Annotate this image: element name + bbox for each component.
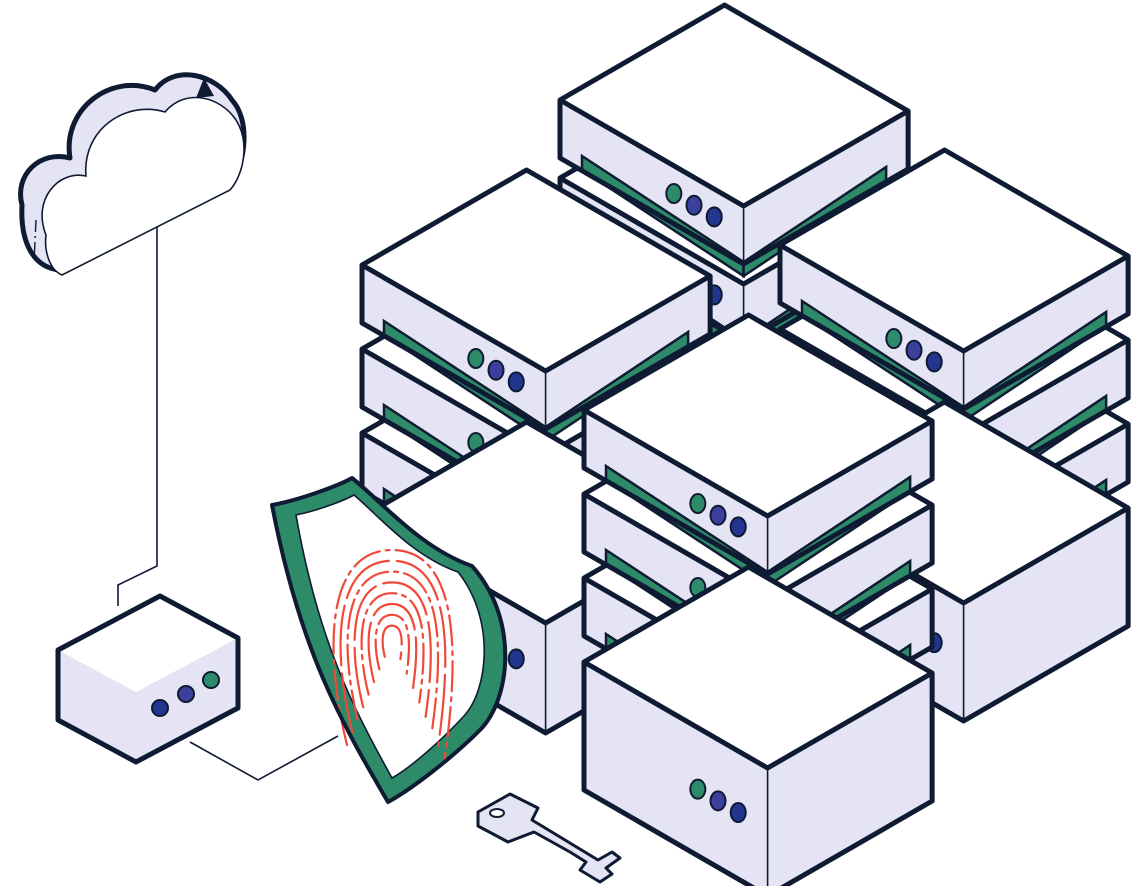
- front-stack-base-unit-4: [581, 564, 935, 886]
- router-to-shield-line: [189, 735, 339, 781]
- fingerprint-ridge-1: [381, 624, 403, 661]
- front-stack-base-unit-4-led-3: [729, 801, 747, 823]
- cloud-to-router-line: [117, 222, 158, 606]
- router-led-1: [151, 699, 169, 717]
- front-stack-unit-1-led-1: [689, 493, 707, 515]
- fingerprint-ridge-5: [353, 581, 432, 718]
- fingerprint-ridge-4: [360, 592, 425, 704]
- cloud-icon: [18, 72, 247, 276]
- fingerprint-ridge-2: [374, 613, 411, 675]
- key-icon: [476, 792, 622, 884]
- fingerprint-ridge-3: [367, 602, 418, 690]
- left-stack-unit-1-led-2: [487, 359, 505, 381]
- router-led-2: [177, 685, 195, 703]
- front-stack-unit-1: [581, 312, 935, 589]
- front-stack-unit-1-led-3: [729, 516, 747, 538]
- right-stack-unit-1-led-3: [925, 351, 943, 373]
- back-stack-unit-1-led-1: [665, 183, 683, 205]
- fingerprint-ridge-7: [339, 559, 447, 747]
- front-stack-base-unit-4-led-1: [689, 778, 707, 800]
- back-stack-unit-1: [557, 2, 911, 279]
- back-stack-unit-1-led-2: [685, 194, 703, 216]
- front-stack-unit-1-led-2: [709, 504, 727, 526]
- left-stack-unit-1-led-3: [507, 371, 525, 393]
- fingerprint-icon: [332, 548, 454, 762]
- left-stack-unit-1-led-1: [467, 348, 485, 370]
- right-stack-unit-1-led-1: [885, 328, 903, 350]
- back-stack-unit-1-led-3: [705, 206, 723, 228]
- right-stack-unit-1-led-2: [905, 339, 923, 361]
- shield-fingerprint-icon: [270, 476, 508, 804]
- right-stack-unit-1: [777, 147, 1131, 424]
- router-box-icon: [55, 593, 241, 765]
- network-connector-lines: [117, 222, 339, 781]
- left-stack-unit-1: [359, 167, 713, 444]
- fingerprint-ridge-6: [346, 570, 440, 733]
- front-stack-base-unit-4-led-2: [709, 790, 727, 812]
- fingerprint-ridge-8: [332, 548, 454, 762]
- front-server-stack: [581, 312, 935, 886]
- left-stack-base-unit-4-led-3: [507, 648, 525, 670]
- router-led-3: [202, 671, 220, 689]
